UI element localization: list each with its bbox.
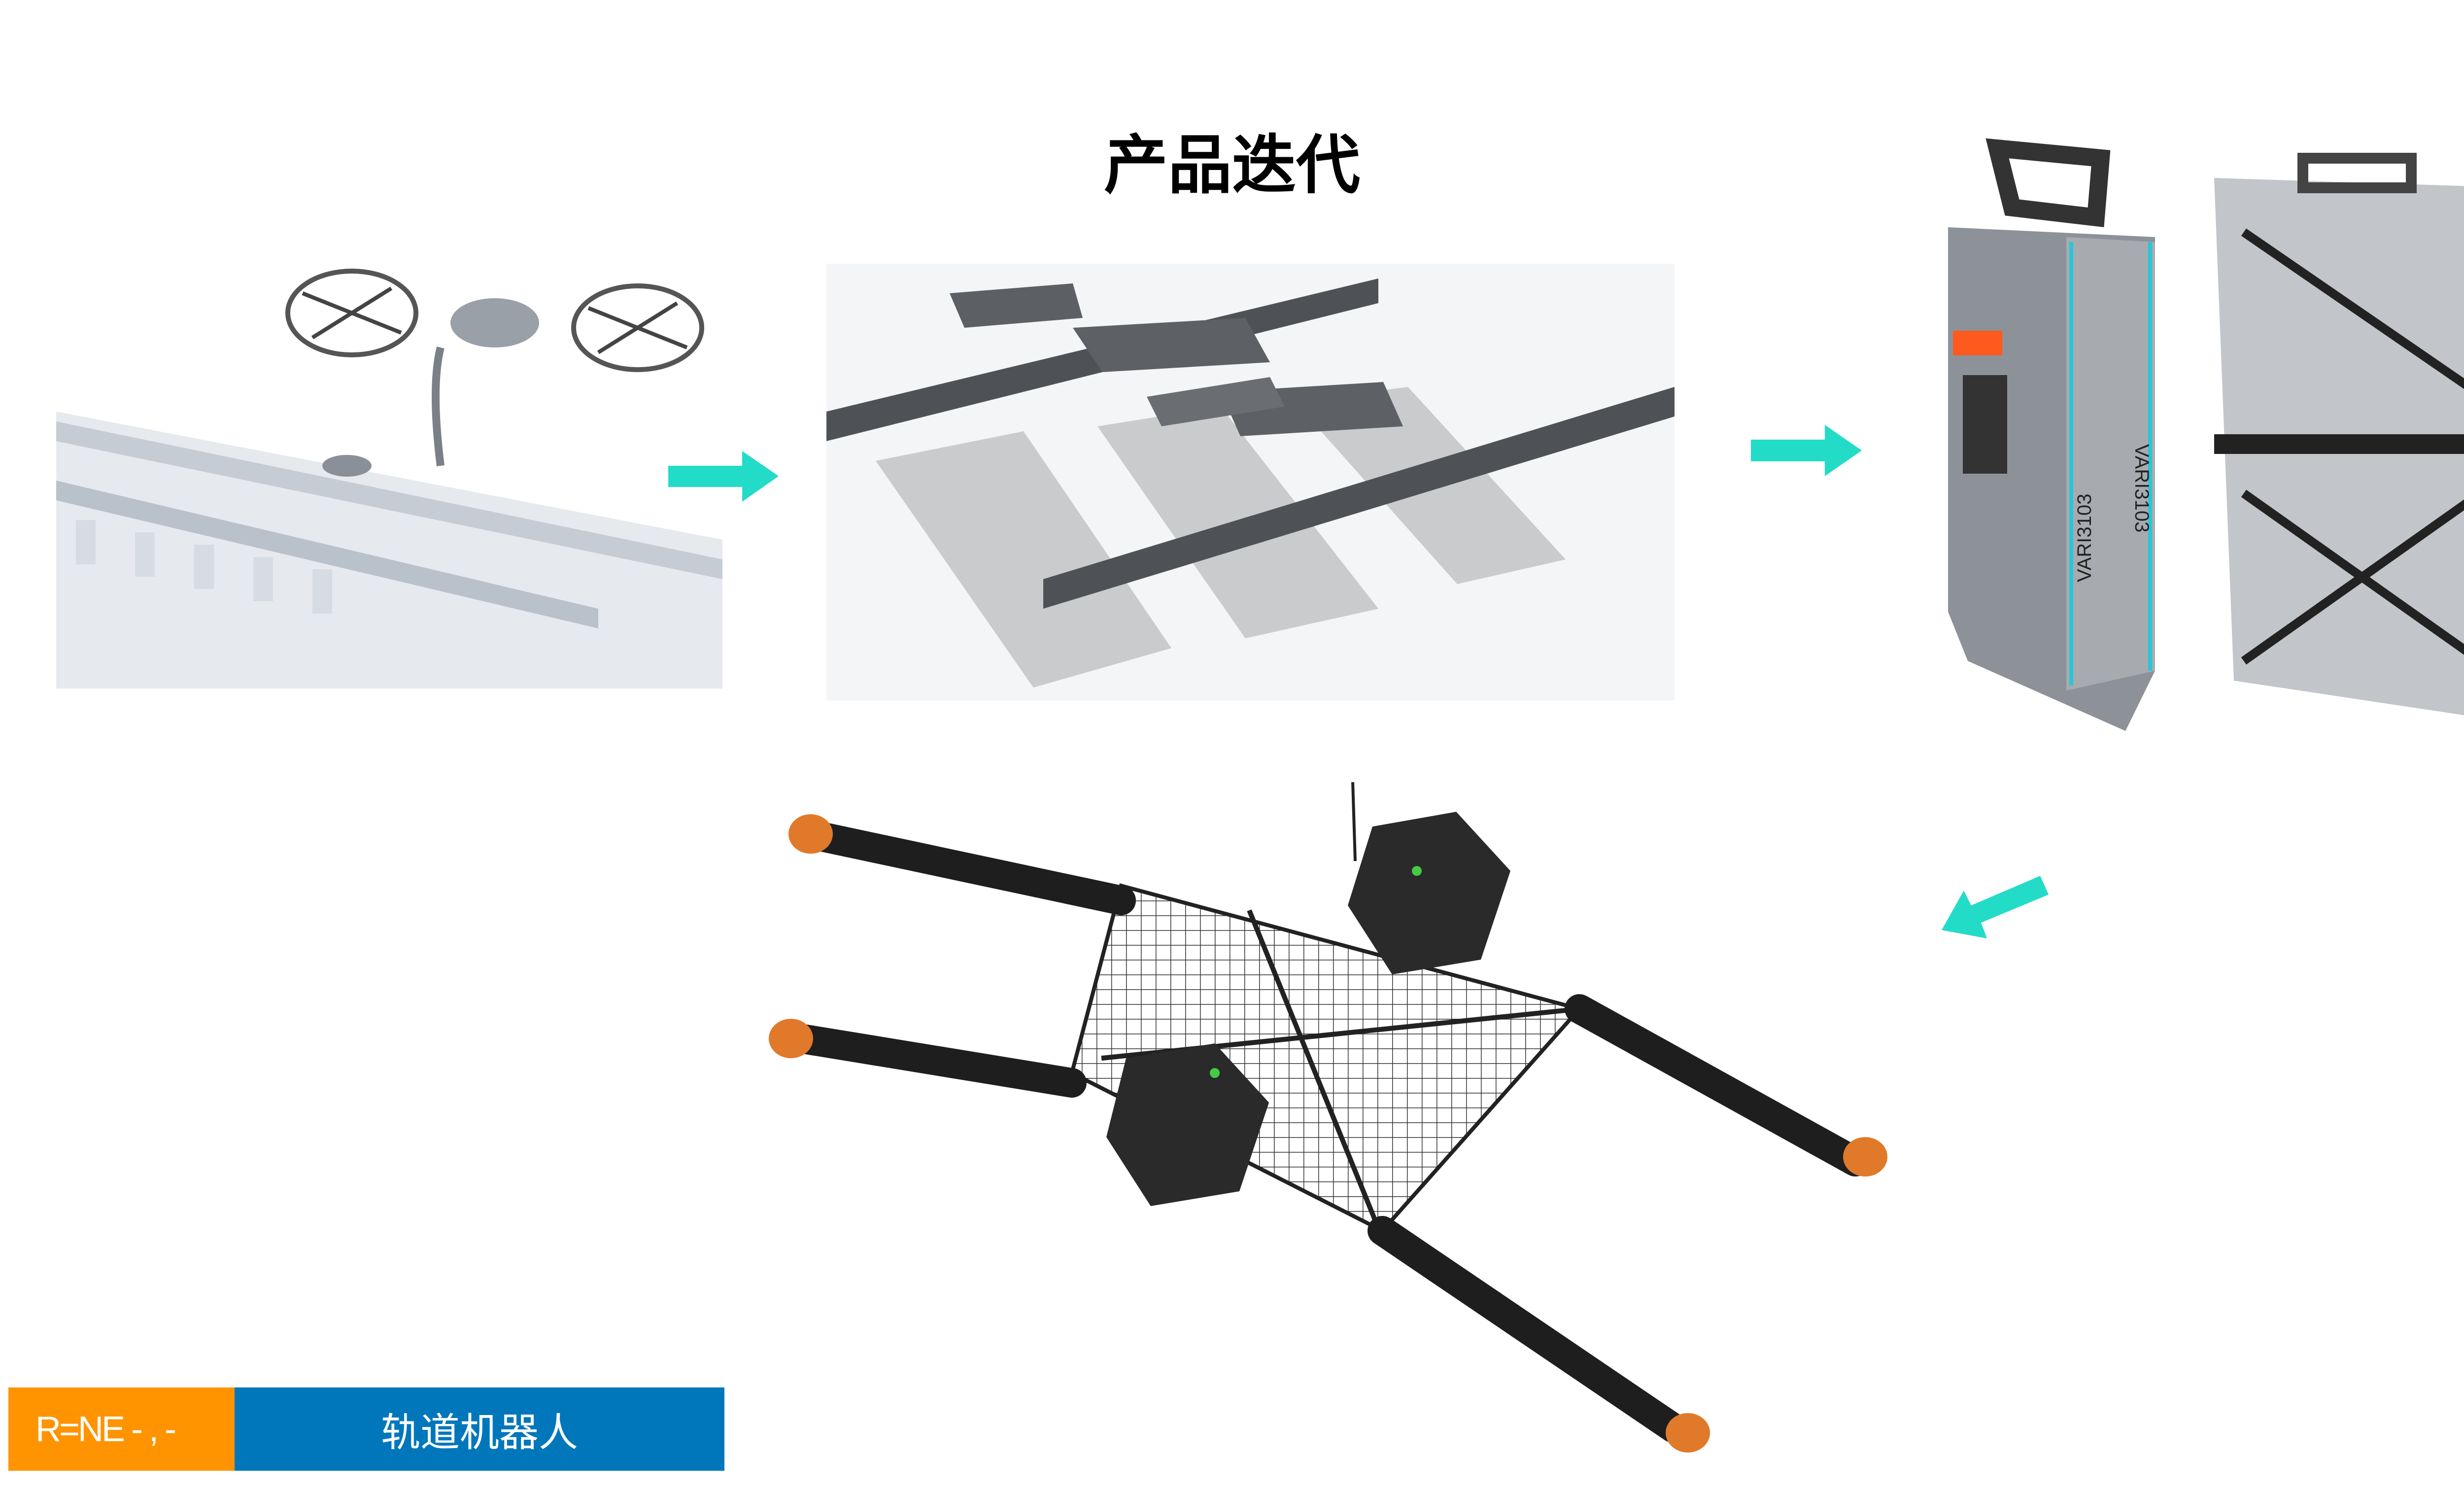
slide-title: 产品迭代 — [1103, 127, 1360, 203]
arrow-down-left-icon — [1942, 876, 2049, 938]
arrow-right-icon — [668, 451, 779, 502]
net-rail-robot-image — [769, 782, 1887, 1453]
arrow-right-icon — [1751, 425, 1862, 476]
case-label: VARI3103 — [2131, 444, 2153, 532]
case-label: VARI3103 — [2074, 494, 2095, 582]
footer-code-label: R=NE - , - — [8, 1387, 235, 1471]
portable-case-robot-image: VARI3103 VARI3103 — [1948, 138, 2464, 731]
rail-inspection-robot-image — [826, 264, 1675, 700]
drone-rail-robot-image — [56, 269, 722, 689]
footer-section-label: 轨道机器人 — [235, 1387, 724, 1471]
